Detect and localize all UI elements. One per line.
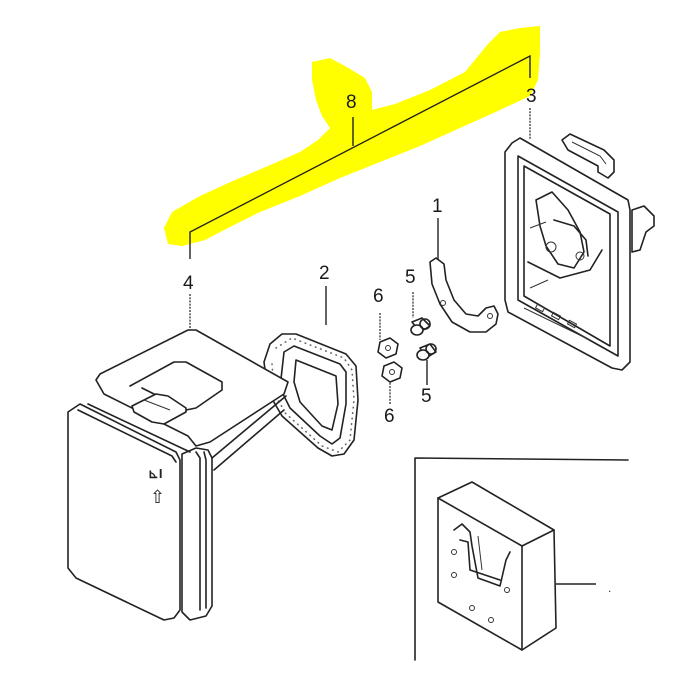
up-arrow-icon: ⇧ (150, 487, 165, 508)
inset-panel: . (414, 457, 629, 661)
callout-5b: 5 (421, 386, 432, 407)
callout-6a: 6 (373, 286, 384, 307)
callout-bracket-8 (189, 54, 531, 259)
callout-4: 4 (183, 273, 194, 294)
foam-filter (263, 333, 359, 457)
inset-callout: . (608, 581, 611, 595)
bracket-stay (429, 257, 499, 333)
nut-lower (381, 361, 403, 383)
callout-3: 3 (526, 86, 537, 107)
air-cleaner-case (504, 133, 655, 371)
air-cleaner-cover: ⊾I ⇧ (67, 329, 289, 621)
nut-upper (377, 337, 399, 359)
collar-upper (410, 317, 431, 336)
callout-2: 2 (319, 263, 330, 284)
callout-6b: 6 (384, 406, 395, 427)
yellow-highlight (164, 26, 540, 246)
collar-lower (416, 343, 437, 361)
callout-5a: 5 (405, 267, 416, 288)
callout-8: 8 (346, 92, 357, 113)
callout-1: 1 (432, 196, 443, 217)
leader-lines (189, 108, 531, 404)
tilt-mark-icon: ⊾I (148, 466, 163, 481)
